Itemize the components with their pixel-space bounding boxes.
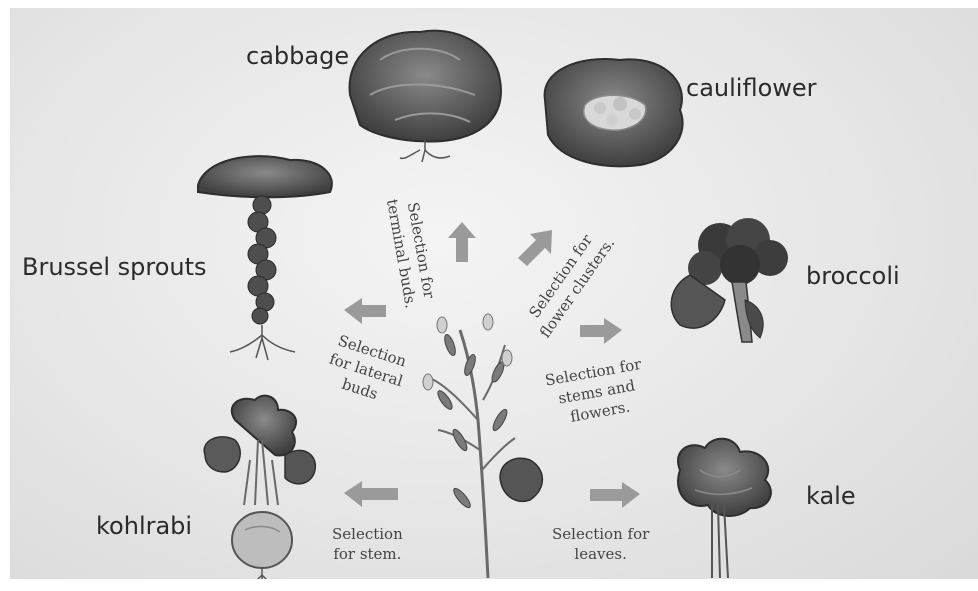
cabbage-illustration [350,31,501,162]
frame-bottom [0,579,978,591]
label-kohlrabi: kohlrabi [96,512,192,540]
arrow-to-broccoli [580,318,622,344]
broccoli-illustration [671,218,788,342]
caption-leaves-line-1: Selection for [552,524,649,544]
cauliflower-illustration [545,59,683,166]
arrow-to-cauliflower [518,230,552,266]
label-brussel-sprouts: Brussel sprouts [22,253,207,281]
label-broccoli: broccoli [806,262,900,290]
label-cabbage: cabbage [246,42,349,70]
caption-leaves: Selection for leaves. [552,524,649,564]
arrow-to-kohlrabi [344,481,398,507]
label-kale: kale [806,482,856,510]
kohlrabi-illustration [204,396,315,585]
kale-illustration [678,439,771,578]
arrow-to-brussel-sprouts [344,298,386,324]
brussel-sprouts-illustration [198,156,332,360]
caption-stem: Selection for stem. [332,524,403,564]
frame-left [0,0,10,591]
arrow-to-cabbage [448,222,476,262]
frame-top [0,0,978,8]
caption-stem-line-1: Selection [332,524,403,544]
arrow-to-kale [590,482,640,508]
caption-stem-line-2: for stem. [332,544,403,564]
wild-mustard-illustration [423,314,542,578]
caption-leaves-line-2: leaves. [552,544,649,564]
label-cauliflower: cauliflower [686,74,817,102]
